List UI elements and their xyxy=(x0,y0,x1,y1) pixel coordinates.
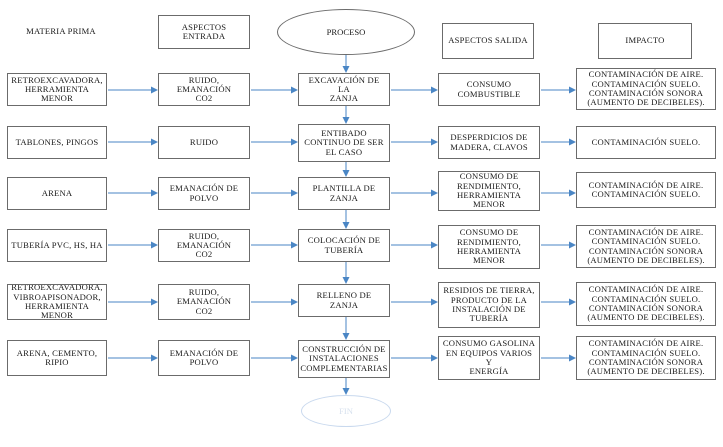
aspecto-entrada-box: RUIDO, EMANACIÓN CO2 xyxy=(158,284,250,320)
aspecto-salida-text: CONSUMO DE RENDIMIENTO, HERRAMIENTA MENO… xyxy=(456,227,522,266)
fin-label: FIN xyxy=(339,406,353,416)
impacto-text: CONTAMINACIÓN DE AIRE. CONTAMINACIÓN SUE… xyxy=(587,338,705,377)
impacto-box: CONTAMINACIÓN DE AIRE. CONTAMINACIÓN SUE… xyxy=(576,172,716,208)
header-aspectos-entrada-label: ASPECTOS ENTRADA xyxy=(181,21,227,41)
impacto-box: CONTAMINACIÓN DE AIRE. CONTAMINACIÓN SUE… xyxy=(576,282,716,326)
header-impacto-label: IMPACTO xyxy=(625,35,665,46)
impacto-box: CONTAMINACIÓN DE AIRE. CONTAMINACIÓN SUE… xyxy=(576,225,716,268)
process-step-box: RELLENO DE ZANJA xyxy=(298,284,390,317)
aspecto-salida-box: CONSUMO GASOLINA EN EQUIPOS VARIOS Y ENE… xyxy=(438,336,540,380)
aspecto-salida-text: CONSUMO GASOLINA EN EQUIPOS VARIOS Y ENE… xyxy=(442,338,536,377)
process-step-text: RELLENO DE ZANJA xyxy=(316,290,372,310)
materia-prima-text: TUBERÍA PVC, HS, HA xyxy=(11,239,103,250)
process-step-text: ENTIBADO CONTINUO DE SER EL CASO xyxy=(304,128,384,157)
aspecto-entrada-box: EMANACIÓN DE POLVO xyxy=(158,340,250,376)
aspecto-salida-text: CONSUMO COMBUSTIBLE xyxy=(457,79,521,99)
aspecto-entrada-text: RUIDO, EMANACIÓN CO2 xyxy=(176,74,232,104)
aspecto-salida-box: CONSUMO COMBUSTIBLE xyxy=(438,73,540,106)
aspecto-entrada-box: RUIDO, EMANACIÓN CO2 xyxy=(158,73,250,106)
aspecto-entrada-text: RUIDO, EMANACIÓN CO2 xyxy=(176,287,232,316)
impacto-text: CONTAMINACIÓN SUELO. xyxy=(591,136,701,147)
process-step-box: COLOCACIÓN DE TUBERÍA xyxy=(298,229,390,262)
aspecto-entrada-text: RUIDO, EMANACIÓN CO2 xyxy=(176,230,232,260)
process-step-box: PLANTILLA DE ZANJA xyxy=(298,177,390,210)
aspecto-entrada-box: RUIDO, EMANACIÓN CO2 xyxy=(158,229,250,262)
process-end-ellipse: FIN xyxy=(301,395,391,427)
header-aspectos-salida: ASPECTOS SALIDA xyxy=(442,23,534,59)
aspecto-salida-text: CONSUMO DE RENDIMIENTO, HERRAMIENTA MENO… xyxy=(456,171,522,210)
header-impacto: IMPACTO xyxy=(598,23,692,59)
aspecto-salida-text: RESIDIOS DE TIERRA, PRODUCTO DE LA INSTA… xyxy=(443,285,535,324)
aspecto-entrada-box: EMANACIÓN DE POLVO xyxy=(158,177,250,210)
impacto-text: CONTAMINACIÓN DE AIRE. CONTAMINACIÓN SUE… xyxy=(587,284,705,323)
materia-prima-box: TUBERÍA PVC, HS, HA xyxy=(7,229,107,262)
process-step-text: EXCAVACIÓN DE LA ZANJA xyxy=(308,74,380,104)
aspecto-entrada-box: RUIDO xyxy=(158,126,250,159)
impacto-box: CONTAMINACIÓN DE AIRE. CONTAMINACIÓN SUE… xyxy=(576,68,716,110)
process-step-box: CONSTRUCCIÓN DE INSTALACIONES COMPLEMENT… xyxy=(298,340,390,378)
process-step-text: PLANTILLA DE ZANJA xyxy=(312,183,376,203)
process-step-box: ENTIBADO CONTINUO DE SER EL CASO xyxy=(298,124,390,162)
materia-prima-text: ARENA xyxy=(41,187,73,198)
materia-prima-box: ARENA xyxy=(7,177,107,210)
aspecto-salida-box: RESIDIOS DE TIERRA, PRODUCTO DE LA INSTA… xyxy=(438,282,540,328)
impacto-box: CONTAMINACIÓN SUELO. xyxy=(576,126,716,159)
aspecto-salida-box: CONSUMO DE RENDIMIENTO, HERRAMIENTA MENO… xyxy=(438,225,540,269)
aspecto-entrada-text: EMANACIÓN DE POLVO xyxy=(169,347,239,367)
aspecto-salida-box: DESPERDICIOS DE MADERA, CLAVOS xyxy=(438,126,540,159)
materia-prima-text: TABLONES, PINGOS xyxy=(15,136,99,147)
materia-prima-box: RETROEXCAVADORA, VIBROAPISONADOR, HERRAM… xyxy=(7,284,107,320)
process-start-ellipse: PROCESO xyxy=(277,9,415,55)
impacto-box: CONTAMINACIÓN DE AIRE. CONTAMINACIÓN SUE… xyxy=(576,336,716,380)
header-aspectos-entrada: ASPECTOS ENTRADA xyxy=(158,15,250,49)
materia-prima-box: TABLONES, PINGOS xyxy=(7,126,107,159)
impacto-text: CONTAMINACIÓN DE AIRE. CONTAMINACIÓN SUE… xyxy=(587,69,705,108)
header-aspectos-salida-label: ASPECTOS SALIDA xyxy=(448,35,528,46)
process-step-box: EXCAVACIÓN DE LA ZANJA xyxy=(298,73,390,106)
materia-prima-text: RETROEXCAVADORA, VIBROAPISONADOR, HERRAM… xyxy=(11,284,103,320)
impacto-text: CONTAMINACIÓN DE AIRE. CONTAMINACIÓN SUE… xyxy=(587,226,705,265)
process-step-text: CONSTRUCCIÓN DE INSTALACIONES COMPLEMENT… xyxy=(300,344,388,373)
aspecto-salida-box: CONSUMO DE RENDIMIENTO, HERRAMIENTA MENO… xyxy=(438,171,540,211)
header-materia-prima: MATERIA PRIMA xyxy=(14,15,108,49)
aspecto-entrada-text: RUIDO xyxy=(189,136,219,147)
header-materia-prima-label: MATERIA PRIMA xyxy=(26,26,96,37)
aspecto-entrada-text: EMANACIÓN DE POLVO xyxy=(169,183,239,203)
aspecto-salida-text: DESPERDICIOS DE MADERA, CLAVOS xyxy=(450,132,528,152)
materia-prima-box: ARENA, CEMENTO, RIPIO xyxy=(7,340,107,376)
materia-prima-box: RETROEXCAVADORA, HERRAMIENTA MENOR xyxy=(7,73,107,106)
materia-prima-text: RETROEXCAVADORA, HERRAMIENTA MENOR xyxy=(11,74,103,104)
process-step-text: COLOCACIÓN DE TUBERÍA xyxy=(307,235,381,255)
materia-prima-text: ARENA, CEMENTO, RIPIO xyxy=(16,347,98,367)
impacto-text: CONTAMINACIÓN DE AIRE. CONTAMINACIÓN SUE… xyxy=(588,179,704,199)
header-proceso-label: PROCESO xyxy=(326,27,366,37)
